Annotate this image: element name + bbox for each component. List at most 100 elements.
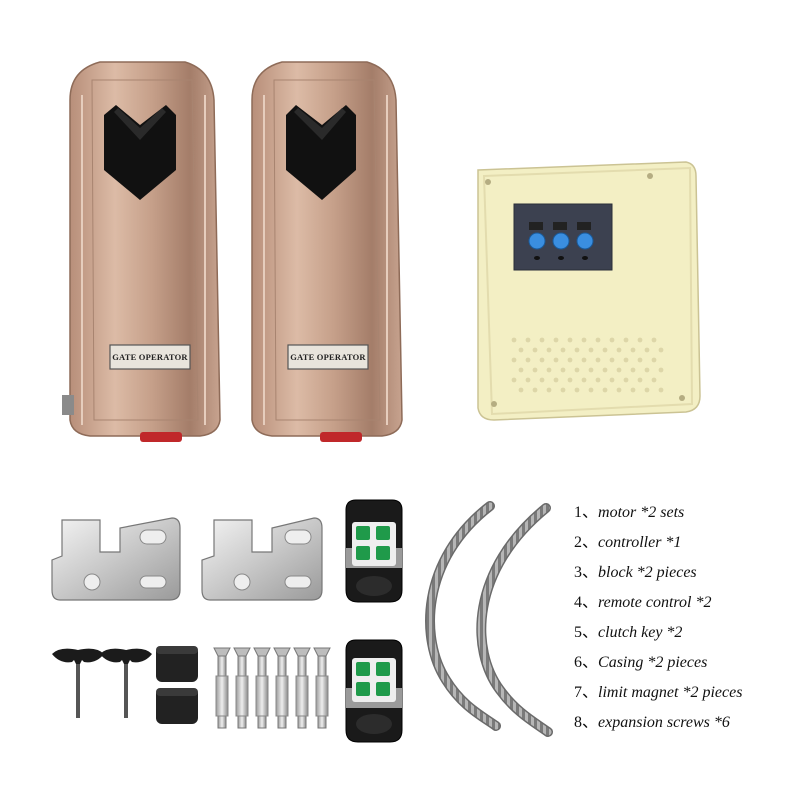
parts-list-item: 5、clutch key *2 [574,624,683,641]
vent-hole [609,377,615,383]
vent-hole [658,347,664,353]
vent-hole [567,357,573,363]
vent-hole [581,377,587,383]
vent-hole [651,337,657,343]
expansion-screw [213,647,231,729]
vent-hole [588,387,594,393]
motor-label-left: GATE OPERATOR [112,352,188,362]
vent-hole [630,367,636,373]
vent-hole [588,367,594,373]
remote-control-bottom [345,639,403,743]
parts-list-item: 3、block *2 pieces [574,564,697,581]
vent-hole [539,337,545,343]
controller-button-1 [528,232,546,250]
vent-hole [518,367,524,373]
vent-hole [637,377,643,383]
expansion-screws [213,647,331,729]
vent-hole [539,377,545,383]
vent-hole [658,387,664,393]
vent-hole [518,347,524,353]
vent-hole [532,367,538,373]
vent-hole [567,377,573,383]
controller-button-2 [552,232,570,250]
vent-hole [609,357,615,363]
expansion-screw [273,647,291,729]
vent-hole [560,367,566,373]
vent-hole [560,387,566,393]
vent-hole [616,347,622,353]
parts-list-item: 1、motor *2 sets [574,504,685,521]
vent-hole [560,347,566,353]
vent-hole [630,347,636,353]
motor-right: GATE OPERATOR [251,61,403,442]
controller-box [477,161,701,421]
expansion-screw [253,647,271,729]
vent-hole [553,377,559,383]
vent-hole [595,357,601,363]
vent-hole [532,347,538,353]
vent-hole [574,347,580,353]
vent-hole [553,357,559,363]
vent-hole [644,367,650,373]
vent-hole [588,347,594,353]
vent-hole [658,367,664,373]
vent-hole [616,387,622,393]
expansion-screw [293,647,311,729]
vent-hole [539,357,545,363]
expansion-screw [313,647,331,729]
vent-hole [651,357,657,363]
vent-hole [651,377,657,383]
vent-hole [511,357,517,363]
vent-hole [511,377,517,383]
motor-label-right: GATE OPERATOR [290,352,366,362]
vent-hole [623,337,629,343]
parts-list-item: 4、remote control *2 [574,594,712,611]
vent-hole [525,377,531,383]
vent-hole [546,387,552,393]
limit-magnet-top [156,646,198,682]
vent-hole [581,357,587,363]
vent-hole [595,377,601,383]
vent-hole [623,377,629,383]
controller-vent [511,337,664,393]
clutch-key-right [100,648,152,718]
controller-buttons [528,222,594,260]
vent-hole [511,337,517,343]
vent-hole [525,357,531,363]
remote-control-top [345,499,403,603]
parts-list-item: 6、Casing *2 pieces [574,654,708,671]
vent-hole [630,387,636,393]
vent-hole [553,337,559,343]
clutch-key-left [52,648,104,718]
vent-hole [581,337,587,343]
parts-list-item: 8、expansion screws *6 [574,714,730,731]
vent-hole [546,367,552,373]
vent-hole [574,367,580,373]
vent-hole [532,387,538,393]
vent-hole [525,337,531,343]
vent-hole [595,337,601,343]
vent-hole [574,387,580,393]
bracket-left [51,517,181,601]
parts-list-item: 2、controller *1 [574,534,682,551]
vent-hole [609,337,615,343]
limit-magnet-bottom [156,688,198,724]
vent-hole [644,347,650,353]
controller-button-3 [576,232,594,250]
parts-list-item: 7、limit magnet *2 pieces [574,684,743,701]
vent-hole [637,357,643,363]
motor-left: GATE OPERATOR [62,61,221,442]
casing-hoses [425,501,553,737]
bracket-right [201,517,323,601]
vent-hole [623,357,629,363]
vent-hole [644,387,650,393]
vent-hole [546,347,552,353]
vent-hole [602,387,608,393]
vent-hole [518,387,524,393]
expansion-screw [233,647,251,729]
vent-hole [602,367,608,373]
parts-list: 1、motor *2 sets 2、controller *1 3、block … [574,500,794,740]
vent-hole [567,337,573,343]
vent-hole [602,347,608,353]
